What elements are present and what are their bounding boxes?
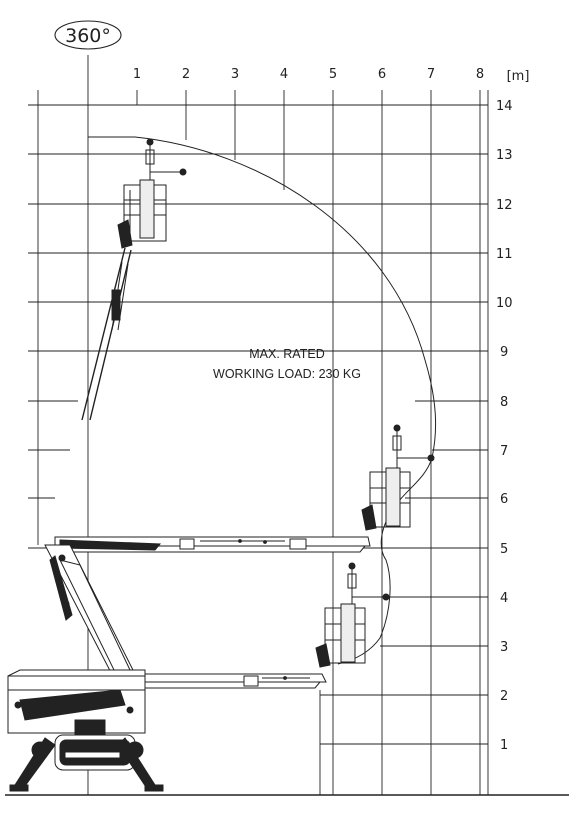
- y-tick-6: 6: [500, 492, 508, 507]
- load-note: MAX. RATED WORKING LOAD: 230 KG: [213, 347, 361, 381]
- boom-articulated: [44, 544, 139, 691]
- x-tick-3: 3: [231, 67, 239, 82]
- y-tick-10: 10: [496, 296, 513, 311]
- y-tick-11: 11: [496, 247, 513, 262]
- y-tick-4: 4: [500, 591, 508, 606]
- working-envelope-curve: [88, 136, 437, 665]
- x-axis-labels: 1 2 3 4 5 6 7 8 [m]: [133, 67, 530, 84]
- y-tick-7: 7: [500, 444, 508, 459]
- y-tick-1: 1: [500, 738, 508, 753]
- load-note-line2: WORKING LOAD: 230 KG: [213, 367, 361, 381]
- y-tick-12: 12: [496, 198, 513, 213]
- y-tick-8: 8: [500, 395, 508, 410]
- x-tick-6: 6: [378, 67, 386, 82]
- rotation-badge: 360°: [54, 20, 122, 50]
- y-tick-3: 3: [500, 640, 508, 655]
- x-tick-1: 1: [133, 67, 141, 82]
- x-tick-7: 7: [427, 67, 435, 82]
- y-tick-14: 14: [496, 99, 513, 114]
- boom-lower-horizontal: [129, 673, 327, 689]
- x-tick-8: 8: [476, 67, 484, 82]
- x-tick-5: 5: [329, 67, 337, 82]
- load-note-line1: MAX. RATED: [249, 347, 324, 361]
- basket-top: [81, 138, 187, 421]
- rotation-label: 360°: [65, 25, 111, 47]
- chassis: [7, 669, 164, 792]
- y-tick-5: 5: [500, 542, 508, 557]
- y-tick-13: 13: [496, 148, 513, 163]
- y-axis-labels: 14 13 12 11 10 9 8 7 6 5 4 3 2 1: [496, 99, 513, 753]
- x-tick-4: 4: [280, 67, 288, 82]
- y-tick-9: 9: [500, 345, 508, 360]
- boom-upper-horizontal: [54, 536, 371, 553]
- basket-low: [315, 562, 390, 668]
- x-tick-2: 2: [182, 67, 190, 82]
- basket-middle: [361, 424, 435, 531]
- unit-label: [m]: [507, 69, 530, 84]
- y-tick-2: 2: [500, 689, 508, 704]
